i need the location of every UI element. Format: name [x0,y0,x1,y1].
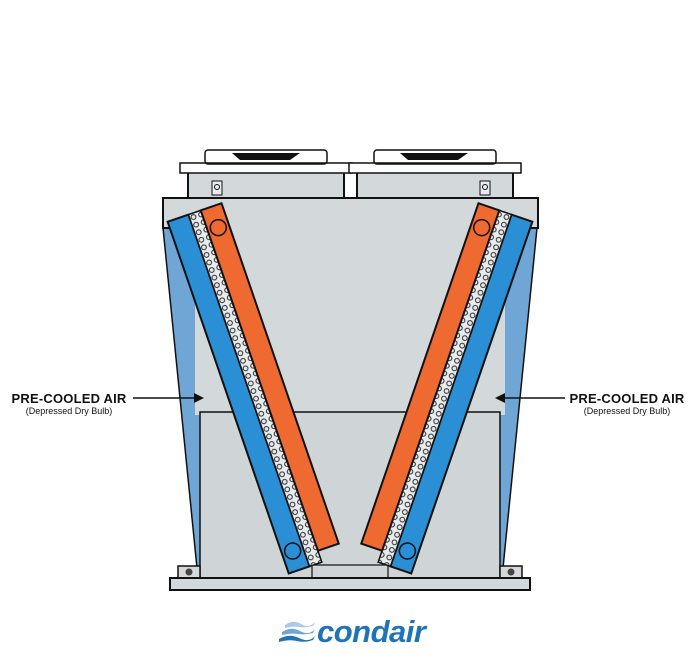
label-left-subtitle: (Depressed Dry Bulb) [25,406,113,416]
label-right-title: PRE-COOLED AIR [569,391,685,406]
waves-icon [279,621,315,642]
fan-left [179,149,353,199]
bolt-right [507,568,515,576]
label-right-subtitle: (Depressed Dry Bulb) [583,406,671,416]
bolt-left [185,568,193,576]
arrow-right-icon [133,393,204,403]
condair-logo: condair [279,612,426,652]
label-right: PRE-COOLED AIR (Depressed Dry Bulb) [566,391,688,416]
logo-text: condair [317,614,426,649]
fan-right [348,149,522,199]
center-drain-block [311,564,389,579]
label-left-title: PRE-COOLED AIR [11,391,127,406]
base-plate [169,577,531,591]
arrow-left-icon [495,393,565,403]
label-left: PRE-COOLED AIR (Depressed Dry Bulb) [8,391,130,416]
